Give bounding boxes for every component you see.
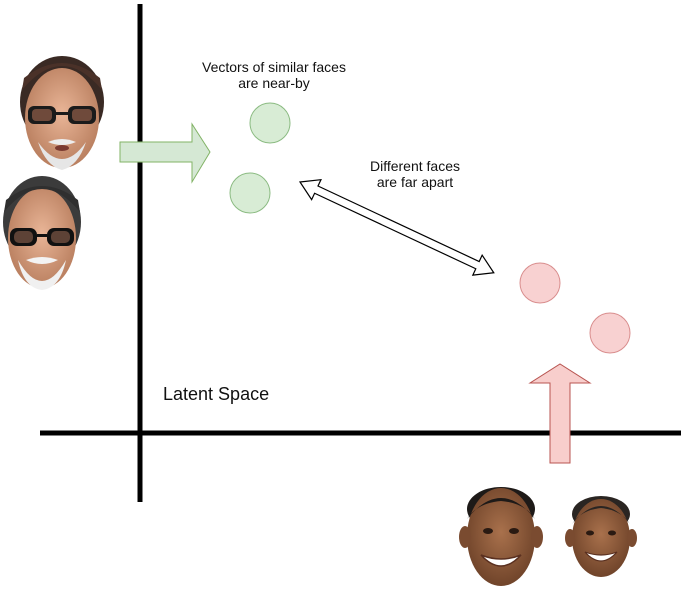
double-arrow <box>298 178 495 276</box>
face-photo-icon <box>565 496 637 577</box>
input-arrow-red <box>528 363 592 464</box>
latent-space-title: Latent Space <box>163 384 270 404</box>
face-photo-icon <box>20 56 104 170</box>
similar-faces-label-line2: are near-by <box>238 75 310 91</box>
different-faces-label-line1: Different faces <box>369 158 460 174</box>
face-photo-icon <box>459 487 543 586</box>
face-photo-icon <box>3 176 81 290</box>
similar-point <box>229 172 271 214</box>
different-point <box>589 312 631 354</box>
similar-faces-label-line1: Vectors of similar faces <box>202 59 346 75</box>
different-point <box>519 262 561 304</box>
similar-point <box>249 102 291 144</box>
input-arrow-green <box>119 122 211 184</box>
similar-faces-label: Vectors of similar faces are near-by <box>186 59 362 91</box>
different-faces-label-line2: are far apart <box>376 174 454 190</box>
different-faces-label: Different faces are far apart <box>355 158 475 190</box>
